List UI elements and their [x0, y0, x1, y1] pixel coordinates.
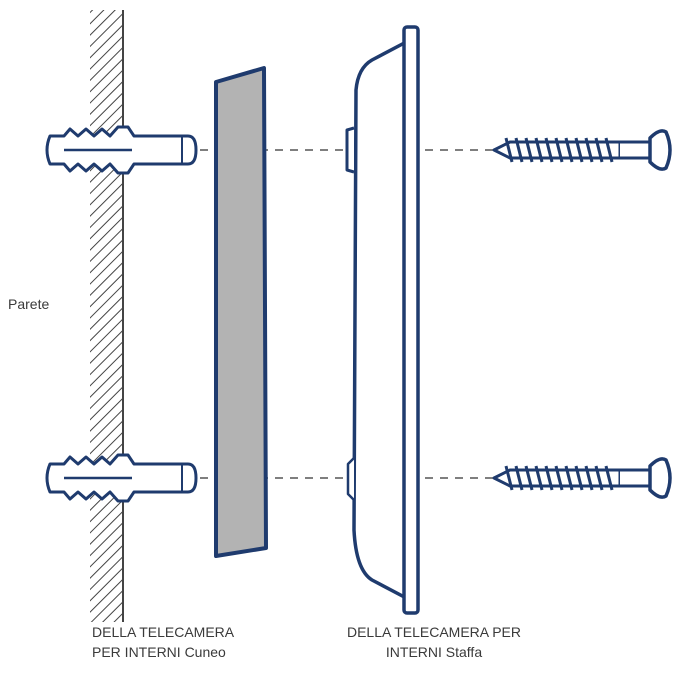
wall-hatching [90, 10, 123, 622]
wedge-label: DELLA TELECAMERA PER INTERNI Cuneo [92, 622, 234, 662]
bracket-label-line1: DELLA TELECAMERA PER [346, 624, 522, 640]
wall-plug-top [45, 125, 198, 175]
bracket-tab-bottom [346, 457, 355, 501]
bracket-label-line2: INTERNI Staffa [385, 644, 483, 660]
wedge-label-line1: DELLA TELECAMERA [92, 624, 235, 640]
bracket-body [352, 38, 412, 602]
wedge-label-line2: PER INTERNI Cuneo [92, 644, 226, 660]
wall [90, 10, 124, 622]
wedge [214, 66, 268, 558]
bracket-tab-top [345, 126, 355, 174]
bracket-plate [402, 25, 420, 615]
bracket [345, 25, 420, 615]
screw-bottom [492, 457, 672, 499]
bracket-label: DELLA TELECAMERA PER INTERNI Staffa [316, 622, 552, 662]
wall-label: Parete [8, 296, 50, 312]
screw-top [492, 129, 672, 171]
wall-plug-bottom [45, 453, 198, 503]
